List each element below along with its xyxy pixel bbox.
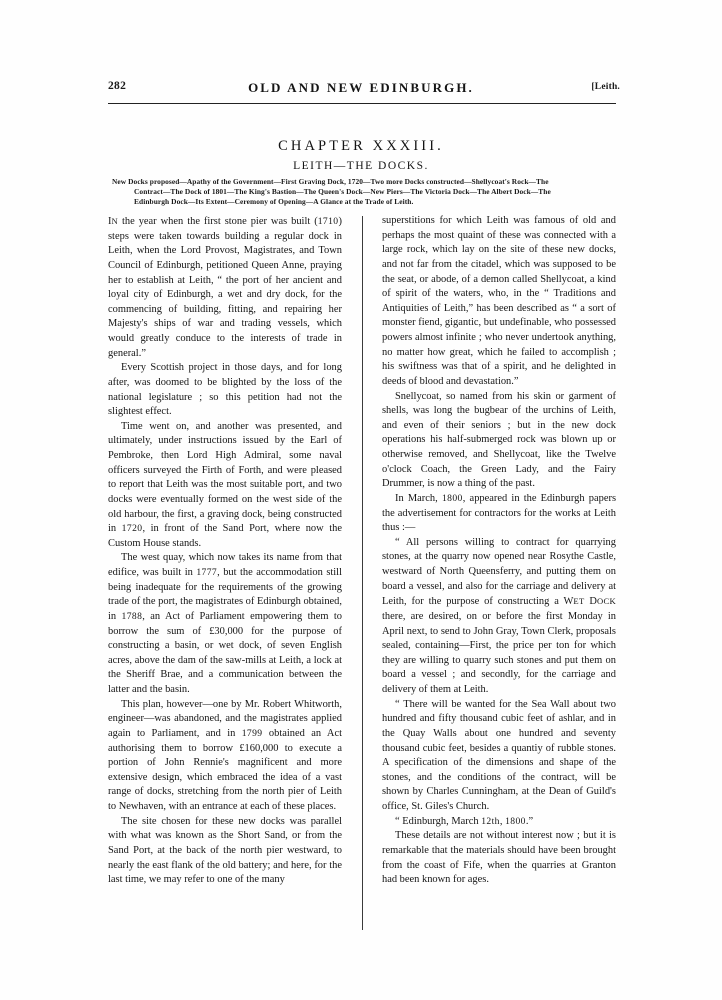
oldstyle-numeral: 1777 — [196, 567, 218, 578]
paragraph: “ Edinburgh, March 12th, 1800.” — [395, 815, 534, 827]
oldstyle-numeral: 1720 — [121, 523, 143, 535]
column-divider-rule — [362, 216, 363, 930]
opening-smallcaps: N — [111, 216, 118, 226]
oldstyle-numeral: 1800 — [505, 815, 526, 827]
right-text-column: superstitions for which Leith was famous… — [382, 214, 616, 888]
paragraph: These details are not without interest n… — [382, 830, 616, 886]
paragraph: In March, 1800, appeared in the Edinburg… — [382, 492, 617, 534]
header-divider-rule — [108, 103, 616, 104]
chapter-title: LEITH—THE DOCKS. — [293, 160, 429, 172]
paragraph: “ All persons willing to contract for qu… — [382, 536, 616, 695]
smallcaps-run: ET — [573, 596, 585, 607]
page-folio-number: 282 — [108, 80, 127, 92]
chapter-synopsis: New Docks proposed—Apathy of the Governm… — [112, 177, 612, 208]
synopsis-line-1: New Docks proposed—Apathy of the Governm… — [112, 177, 549, 186]
oldstyle-numeral: 12th — [481, 815, 500, 827]
paragraph: Snellycoat, so named from his skin or ga… — [382, 390, 616, 490]
paragraph: Every Scottish project in those days, an… — [108, 362, 342, 418]
paragraph: Time went on, and another was presented,… — [108, 420, 342, 549]
book-title: OLD AND NEW EDINBURGH. — [248, 80, 474, 95]
oldstyle-numeral: 1800 — [441, 492, 463, 504]
oldstyle-numeral: 1788 — [121, 610, 143, 622]
section-marker: [Leith. — [591, 82, 620, 92]
paragraph: “ There will be wanted for the Sea Wall … — [382, 698, 616, 812]
paragraph: The west quay, which now takes its name … — [108, 552, 343, 695]
oldstyle-numeral: 1799 — [241, 727, 263, 739]
paragraph: IN the year when the first stone pier wa… — [108, 216, 342, 359]
oldstyle-numeral: 1710 — [317, 216, 339, 227]
paragraph: superstitions for which Leith was famous… — [382, 215, 616, 387]
synopsis-line-3: Edinburgh Dock—Its Extent—Ceremony of Op… — [134, 197, 414, 207]
left-text-column: IN the year when the first stone pier wa… — [108, 214, 342, 888]
paragraph: This plan, however—one by Mr. Robert Whi… — [108, 698, 342, 812]
smallcaps-run: OCK — [596, 596, 616, 607]
synopsis-line-2: Contract—The Dock of 1801—The King's Bas… — [134, 187, 551, 197]
paragraph: The site chosen for these new docks was … — [108, 815, 342, 886]
running-head: 282 OLD AND NEW EDINBURGH. [Leith. — [108, 80, 620, 98]
chapter-number: CHAPTER XXXIII. — [278, 138, 444, 154]
text-columns: IN the year when the first stone pier wa… — [108, 214, 616, 934]
